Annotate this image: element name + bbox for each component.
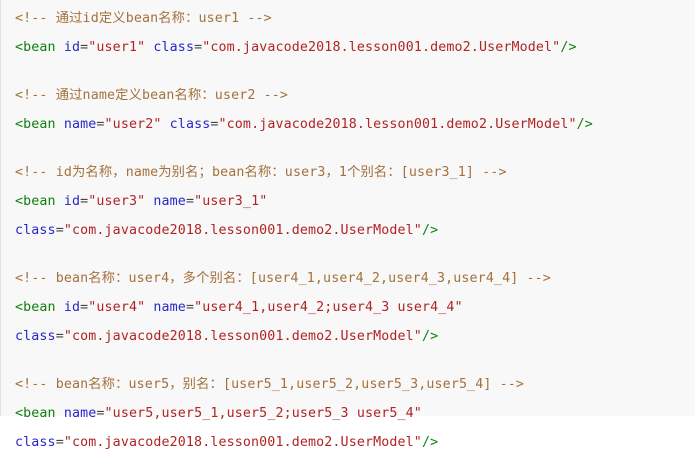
xml-equals: = — [80, 300, 89, 315]
xml-self-closing-tag: /> — [560, 40, 577, 55]
code-line-element: class="com.javacode2018.lesson001.demo2.… — [1, 216, 695, 245]
xml-equals: = — [55, 223, 64, 238]
xml-comment: <!-- bean名称：user4，多个别名：[user4_1,user4_2,… — [15, 271, 551, 286]
code-line-element: class="com.javacode2018.lesson001.demo2.… — [1, 322, 695, 351]
xml-self-closing-tag: /> — [421, 435, 439, 450]
xml-equals: = — [80, 194, 89, 209]
xml-equals: = — [194, 40, 203, 55]
xml-attribute-name-id: id — [63, 300, 81, 315]
xml-attribute-name-class: class — [15, 435, 56, 450]
xml-attribute-value: "user3_1" — [194, 194, 268, 209]
xml-self-closing-tag: /> — [421, 223, 439, 238]
xml-attribute-name-name: name — [153, 300, 186, 315]
xml-attribute-value: "user4" — [88, 300, 146, 315]
code-line-comment: <!-- bean名称：user5，别名：[user5_1,user5_2,us… — [1, 370, 695, 399]
xml-equals: = — [96, 406, 105, 421]
code-line-element: <bean name="user2" class="com.javacode20… — [1, 110, 695, 139]
xml-tag-name: <bean — [15, 117, 56, 132]
xml-attribute-name-id: id — [63, 194, 81, 209]
code-line-element: <bean name="user5,user5_1,user5_2;user5_… — [1, 399, 695, 428]
code-line-comment: <!-- 通过id定义bean名称：user1 --> — [1, 4, 695, 33]
xml-attribute-value: "com.javacode2018.lesson001.demo2.UserMo… — [63, 223, 422, 238]
xml-equals: = — [185, 300, 195, 315]
xml-equals: = — [96, 117, 105, 132]
code-group: <!-- id为名称，name为别名；bean名称：user3，1个别名：[us… — [1, 158, 695, 245]
xml-comment: <!-- 通过name定义bean名称：user2 --> — [15, 88, 289, 103]
xml-attribute-value: "user4_1,user4_2;user4_3 user4_4" — [194, 300, 463, 315]
xml-attribute-value: "user3" — [88, 194, 146, 209]
code-line-element: <bean id="user3" name="user3_1" — [1, 187, 695, 216]
xml-attribute-value: "com.javacode2018.lesson001.demo2.UserMo… — [218, 117, 577, 132]
xml-attribute-value: "com.javacode2018.lesson001.demo2.UserMo… — [63, 435, 422, 450]
code-line-comment: <!-- 通过name定义bean名称：user2 --> — [1, 81, 695, 110]
xml-equals: = — [210, 117, 219, 132]
xml-equals: = — [55, 435, 64, 450]
xml-self-closing-tag: /> — [576, 117, 593, 132]
xml-comment: <!-- 通过id定义bean名称：user1 --> — [15, 11, 272, 26]
xml-attribute-value: "user2" — [104, 117, 162, 132]
xml-comment: <!-- id为名称，name为别名；bean名称：user3，1个别名：[us… — [15, 165, 507, 180]
code-line-comment: <!-- bean名称：user4，多个别名：[user4_1,user4_2,… — [1, 264, 695, 293]
code-group: <!-- bean名称：user4，多个别名：[user4_1,user4_2,… — [1, 264, 695, 351]
xml-attribute-value: "com.javacode2018.lesson001.demo2.UserMo… — [63, 329, 422, 344]
xml-attribute-name-name: name — [153, 194, 186, 209]
code-line-element: <bean id="user1" class="com.javacode2018… — [1, 33, 695, 62]
xml-equals: = — [80, 40, 89, 55]
xml-attribute-name-id: id — [63, 40, 81, 55]
code-group: <!-- 通过id定义bean名称：user1 --><bean id="use… — [1, 4, 695, 62]
code-line-element: <bean id="user4" name="user4_1,user4_2;u… — [1, 293, 695, 322]
code-line-element: class="com.javacode2018.lesson001.demo2.… — [1, 428, 695, 457]
xml-attribute-name-class: class — [169, 117, 211, 132]
xml-attribute-name-class: class — [153, 40, 195, 55]
xml-attribute-name-class: class — [15, 223, 56, 238]
code-group: <!-- 通过name定义bean名称：user2 --><bean name=… — [1, 81, 695, 139]
xml-attribute-name-name: name — [63, 117, 97, 132]
xml-attribute-value: "com.javacode2018.lesson001.demo2.UserMo… — [202, 40, 561, 55]
code-line-comment: <!-- id为名称，name为别名；bean名称：user3，1个别名：[us… — [1, 158, 695, 187]
xml-attribute-value: "user5,user5_1,user5_2;user5_3 user5_4" — [104, 406, 422, 421]
xml-equals: = — [55, 329, 64, 344]
xml-tag-name: <bean — [15, 194, 56, 209]
xml-self-closing-tag: /> — [421, 329, 439, 344]
code-group: <!-- bean名称：user5，别名：[user5_1,user5_2,us… — [1, 370, 695, 457]
xml-equals: = — [185, 194, 195, 209]
xml-tag-name: <bean — [15, 406, 56, 421]
xml-tag-name: <bean — [15, 300, 56, 315]
xml-tag-name: <bean — [15, 40, 56, 55]
xml-attribute-name-name: name — [63, 406, 97, 421]
xml-comment: <!-- bean名称：user5，别名：[user5_1,user5_2,us… — [15, 377, 525, 392]
xml-attribute-value: "user1" — [88, 40, 146, 55]
xml-attribute-name-class: class — [15, 329, 56, 344]
